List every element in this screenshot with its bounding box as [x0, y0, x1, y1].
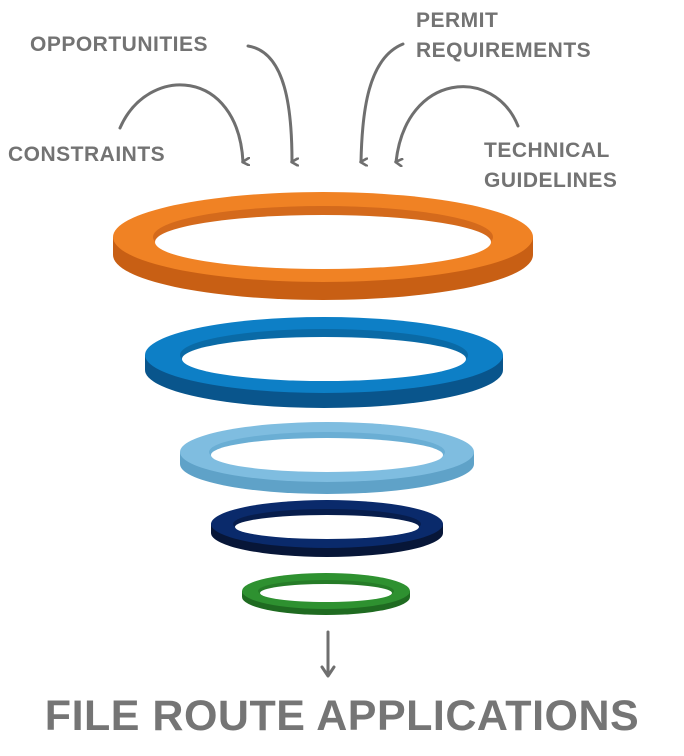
label-technical-guidelines: TECHNICAL GUIDELINES [484, 136, 617, 196]
output-title: FILE ROUTE APPLICATIONS [44, 692, 640, 740]
ring-blue [145, 317, 503, 408]
technical-arrow-icon [396, 85, 520, 162]
label-opportunities: OPPORTUNITIES [30, 30, 208, 60]
opportunities-arrow-icon [246, 44, 292, 162]
label-constraints-text: CONSTRAINTS [8, 143, 166, 166]
ring-light-blue [180, 422, 474, 494]
arrow-down-icon [320, 630, 336, 678]
constraints-arrow-icon [118, 83, 243, 162]
ring-navy [211, 500, 443, 557]
permit-arrow-icon [361, 42, 405, 162]
label-permit-line-1: PERMIT [416, 9, 499, 32]
label-opportunities-text: OPPORTUNITIES [30, 33, 209, 56]
ring-orange [113, 192, 533, 300]
label-technical-line-2: GUIDELINES [484, 169, 618, 192]
label-permit-line-2: REQUIREMENTS [416, 39, 592, 62]
ring-green [242, 573, 410, 615]
label-technical-line-1: TECHNICAL [484, 139, 610, 162]
label-constraints: CONSTRAINTS [8, 140, 165, 170]
label-permit-requirements: PERMIT REQUIREMENTS [416, 6, 591, 66]
